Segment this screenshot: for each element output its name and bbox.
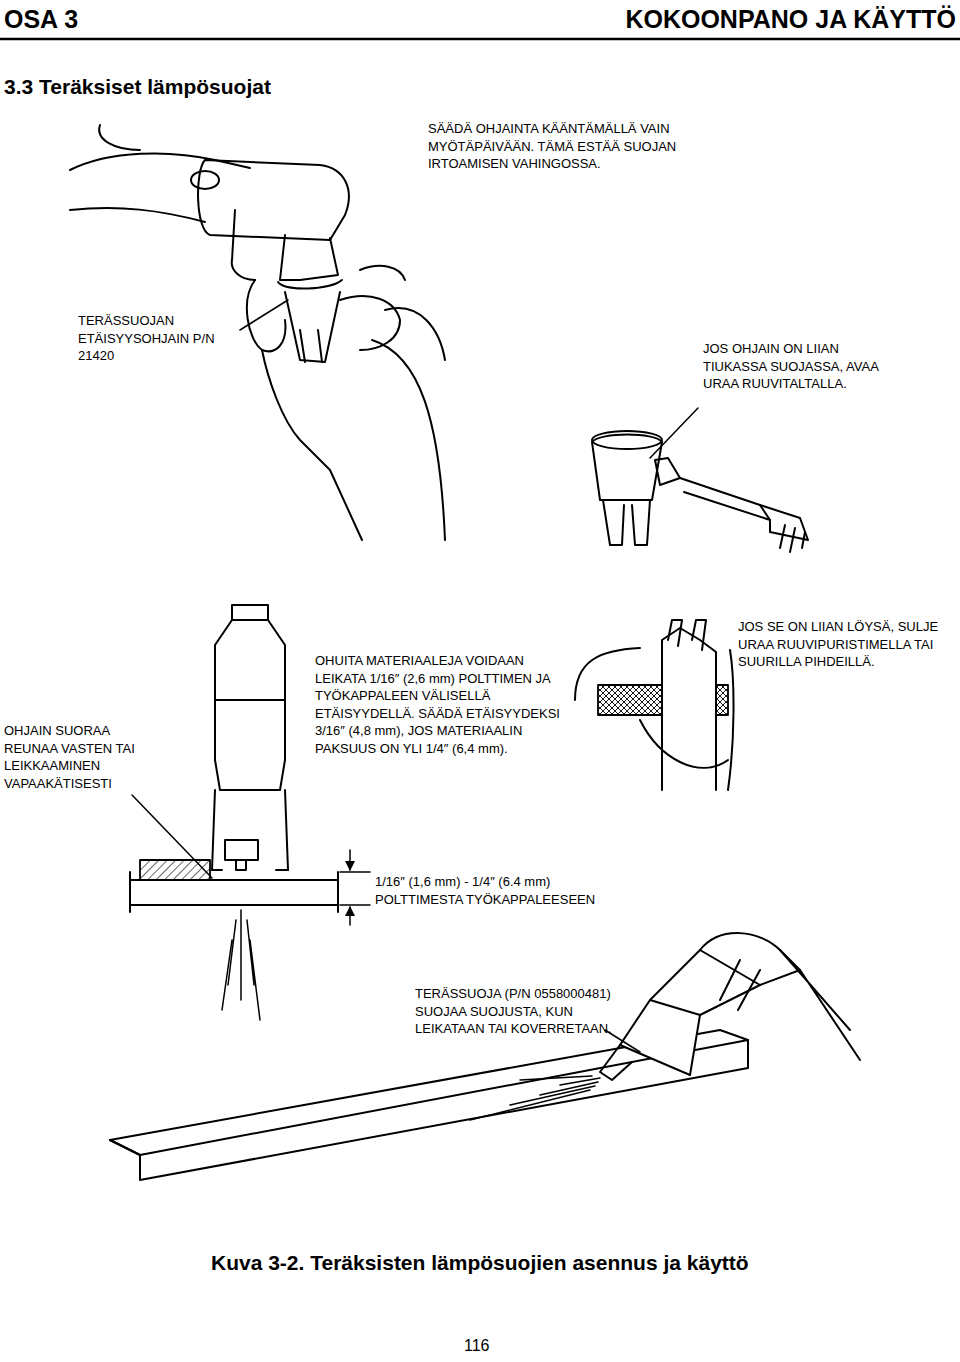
clamp-figure (575, 620, 734, 790)
cutting-torch-figure (600, 933, 860, 1080)
screwdriver-figure (592, 431, 808, 552)
callout-note: JOS OHJAIN ON LIIAN TIUKASSA SUOJASSA, A… (703, 340, 893, 393)
header-rule (0, 38, 960, 41)
hand-torch-figure (70, 125, 445, 540)
workpiece (130, 872, 338, 912)
leader-line (650, 408, 698, 458)
leader-line (132, 795, 212, 878)
section-heading: 3.3 Teräksiset lämpösuojat (4, 74, 271, 100)
leader-line (240, 300, 288, 330)
section-title: KOKOONPANO JA KÄYTTÖ (625, 4, 956, 34)
sparks (222, 910, 260, 1020)
figure-caption: Kuva 3-2. Teräksisten lämpösuojien asenn… (211, 1250, 749, 1276)
dimension-label: 1/16″ (1,6 mm) - 1/4″ (6.4 mm) POLTTIMES… (375, 873, 615, 908)
callout-note: SÄÄDÄ OHJAINTA KÄÄNTÄMÄLLÄ VAIN MYÖTÄPÄI… (428, 120, 678, 173)
callout-note: TERÄSSUOJAN ETÄISYYSOHJAIN P/N 21420 (78, 312, 243, 365)
section-number: OSA 3 (4, 4, 78, 34)
callout-note: TERÄSSUOJA (P/N 0558000481) SUOJAA SUOJU… (415, 985, 620, 1038)
torch-section-figure (212, 605, 288, 870)
callout-note: OHJAIN SUORAA REUNAA VASTEN TAI LEIKKAAM… (4, 722, 139, 792)
callout-note: OHUITA MATERIAALEJA VOIDAAN LEIKATA 1/16… (315, 652, 565, 757)
page-number: 116 (464, 1336, 490, 1356)
dimension-mark (340, 850, 370, 925)
callout-note: JOS SE ON LIIAN LÖYSÄ, SULJE URAA RUUVIP… (738, 618, 953, 671)
straight-edge (140, 860, 210, 880)
sparks (470, 1076, 600, 1120)
